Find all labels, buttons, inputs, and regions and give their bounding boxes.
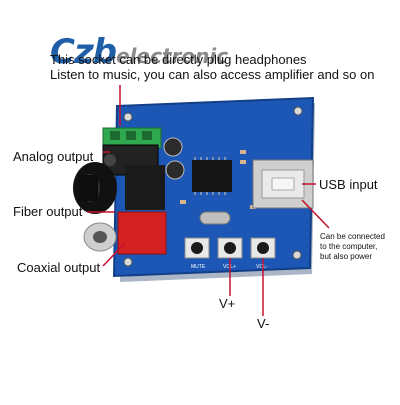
leader-note [301, 199, 330, 229]
label-fiber-output: Fiber output [13, 204, 83, 219]
mount-hole [293, 106, 303, 116]
label-usb-input: USB input [319, 177, 378, 192]
note-line-3: but also power [320, 252, 373, 261]
leader-coaxial [102, 242, 126, 267]
label-coaxial-output: Coaxial output [17, 260, 101, 275]
vol-plus-button [217, 237, 243, 259]
main-ic-chip [192, 160, 232, 192]
headline-line-2: Listen to music, you can also access amp… [50, 67, 375, 82]
fiber-optical-port [125, 165, 165, 210]
mute-button [184, 237, 210, 259]
label-v-minus: V- [257, 316, 270, 331]
label-analog-output: Analog output [13, 149, 94, 164]
note-line-2: to the computer, [320, 242, 378, 251]
label-v-plus: V+ [219, 296, 236, 311]
brand-word: electronic [116, 44, 229, 68]
crystal-oscillator [199, 211, 231, 225]
capacitor [163, 137, 183, 157]
brand-logo: Czbelectronic [50, 32, 228, 72]
mount-hole [123, 112, 133, 122]
mount-hole [123, 257, 133, 267]
silk-mute: MUTE [191, 264, 206, 270]
headline-line-1: This socket can be directly plug headpho… [50, 52, 307, 67]
capacitor [165, 160, 185, 180]
silk-volm: VOL- [256, 264, 268, 270]
vol-minus-button [250, 237, 276, 259]
note-line-1: Can be connected [320, 232, 385, 241]
brand-mark: Czb [50, 32, 117, 72]
coaxial-rca-port [117, 211, 167, 255]
mount-hole [292, 250, 302, 260]
